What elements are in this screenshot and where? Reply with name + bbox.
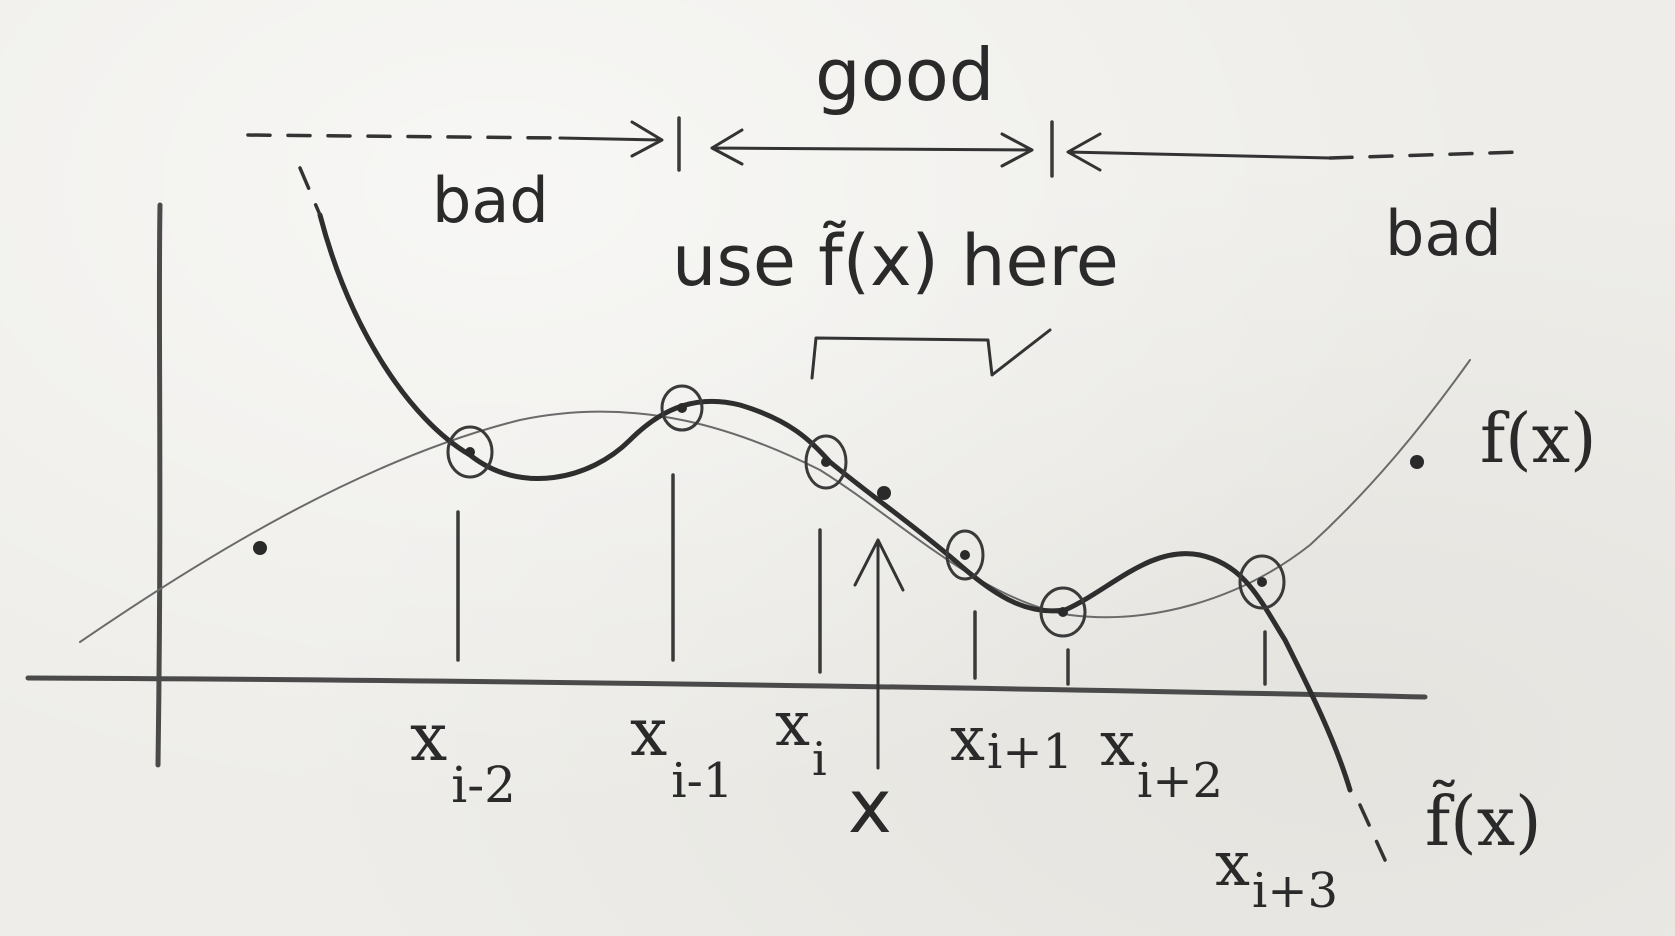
approx-tail-right bbox=[1358, 803, 1387, 862]
bad-right-arrow bbox=[1066, 132, 1332, 172]
evaluation-dot bbox=[877, 486, 891, 500]
sample-dot-left bbox=[253, 541, 267, 555]
sample-dot-right bbox=[1410, 455, 1424, 469]
use-here-label: use f̃(x) here bbox=[672, 220, 1119, 302]
node-label-i+3: xi+3 bbox=[1215, 827, 1338, 919]
node-circle-i-2 bbox=[446, 425, 494, 479]
node-circle-i+3 bbox=[1238, 554, 1286, 610]
node-dot-i bbox=[821, 457, 831, 467]
region-bracket bbox=[810, 328, 1052, 380]
node-dot-i-1 bbox=[677, 403, 687, 413]
approx-tail-left bbox=[298, 166, 322, 217]
node-circle-i bbox=[804, 434, 848, 490]
node-label-i+1: xi+1 bbox=[950, 702, 1073, 780]
node-label-i: xi bbox=[775, 687, 827, 786]
node-dot-i-2 bbox=[465, 447, 475, 457]
node-circle-i+2 bbox=[1039, 586, 1087, 638]
true-function-curve bbox=[79, 359, 1471, 643]
node-dot-i+2 bbox=[1058, 607, 1068, 617]
bad-right-label: bad bbox=[1385, 197, 1502, 270]
node-dot-i+3 bbox=[1257, 577, 1267, 587]
node-dot-i+1 bbox=[960, 550, 970, 560]
good-label: good bbox=[815, 33, 995, 117]
x-axis bbox=[25, 675, 1428, 700]
node-circle-i+1 bbox=[945, 529, 985, 581]
node-label-i-2: xi-2 bbox=[410, 699, 516, 814]
f-tilde-label: f̃(x) bbox=[1425, 780, 1542, 862]
bad-left-label: bad bbox=[432, 164, 549, 237]
bad-left-arrow bbox=[558, 120, 664, 158]
node-label-i+2: xi+2 bbox=[1100, 707, 1223, 809]
node-circle-i-1 bbox=[660, 384, 704, 432]
f-label: f(x) bbox=[1480, 400, 1597, 479]
bad-right-dashed bbox=[1328, 150, 1522, 160]
bad-left-dashed bbox=[246, 133, 562, 140]
x-pointer-arrow bbox=[853, 538, 905, 770]
node-label-i-1: xi-1 bbox=[630, 694, 733, 809]
x-point-label: x bbox=[848, 764, 892, 850]
y-axis bbox=[155, 202, 163, 768]
good-interval-arrow bbox=[710, 128, 1034, 168]
